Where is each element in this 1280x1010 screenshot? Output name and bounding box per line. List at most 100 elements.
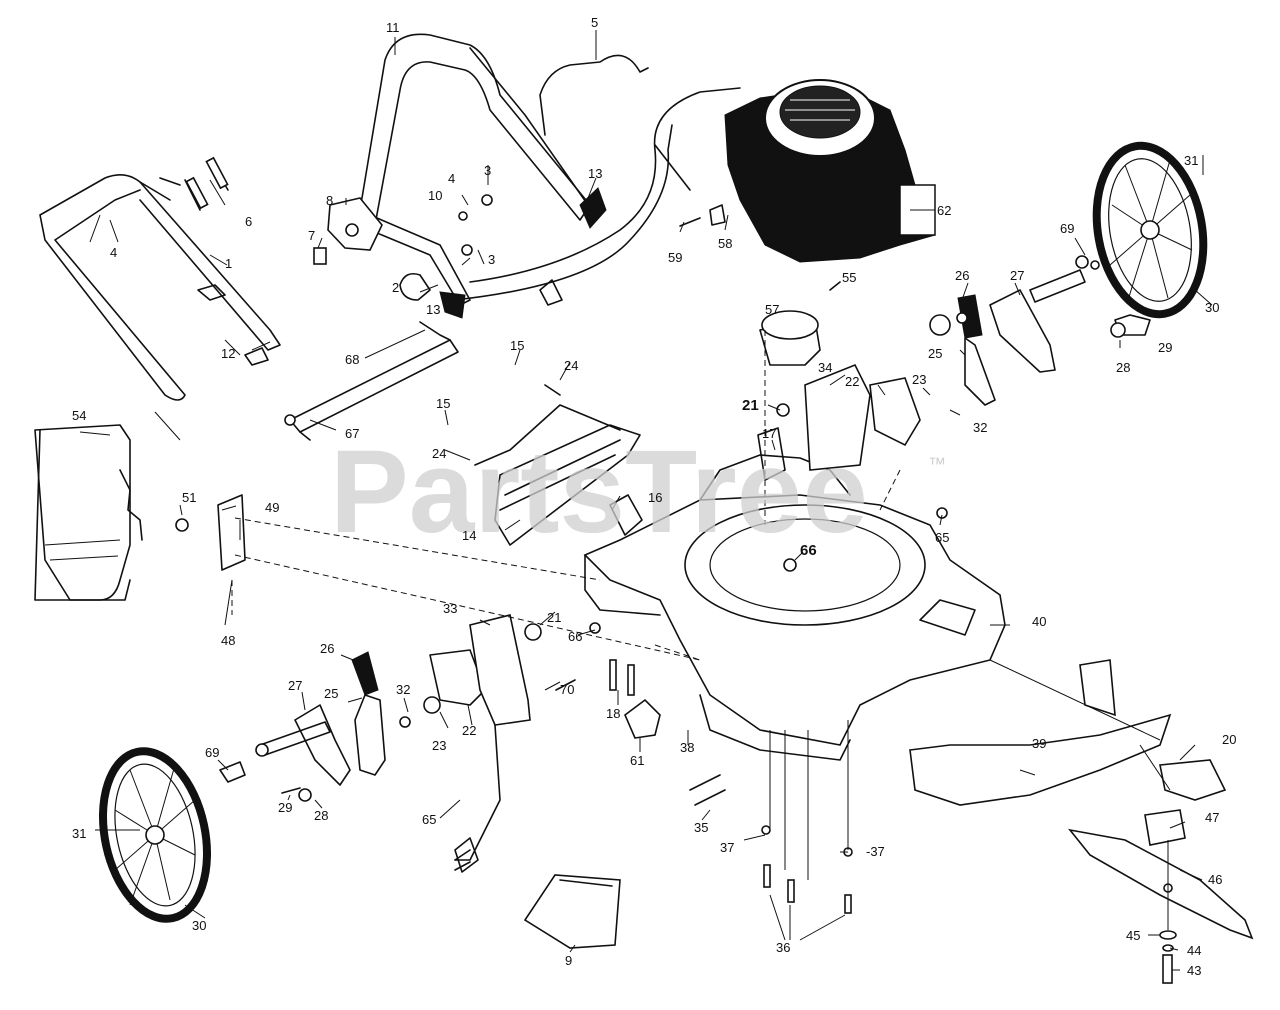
leader-lines: [79, 30, 1213, 971]
callout-5: 5: [591, 15, 598, 30]
callout-3: 3: [484, 163, 491, 178]
callout-69b: 69: [205, 745, 219, 760]
callout-69: 69: [1060, 221, 1074, 236]
callout-65b: 65: [422, 812, 436, 827]
callout-37: 37: [720, 840, 734, 855]
callout-43: 43: [1187, 963, 1201, 978]
callout-24: 24: [564, 358, 578, 373]
callout-labels: 11 5 31 3 13 62 10 8 6 4 4 7 1 58 59 3 2…: [72, 15, 1236, 978]
mower-deck-part: [583, 454, 1006, 761]
right-wheel-part: [1092, 141, 1208, 319]
left-wheel-part: [98, 747, 212, 923]
watermark-trademark: ™: [928, 454, 946, 474]
left-wheel-bracket-part: [219, 614, 531, 861]
callout-3b: 3: [488, 252, 495, 267]
callout-28: 28: [1116, 360, 1130, 375]
callout-38: 38: [680, 740, 694, 755]
callout-2: 2: [392, 280, 399, 295]
callout-31b: 31: [72, 826, 86, 841]
callout-9: 9: [565, 953, 572, 968]
line-art: [34, 30, 1254, 984]
callout-34: 34: [818, 360, 832, 375]
callout-61: 61: [630, 753, 644, 768]
callout-55: 55: [842, 270, 856, 285]
callout-16: 16: [648, 490, 662, 505]
callout-11: 11: [386, 20, 400, 35]
deck-hardware: [454, 204, 948, 871]
callout-17: 17: [762, 426, 776, 441]
callout-45: 45: [1126, 928, 1140, 943]
callout-66b: 66: [568, 629, 582, 644]
callout-26: 26: [955, 268, 969, 283]
callout-62: 62: [937, 203, 951, 218]
grass-bag-part: [34, 424, 143, 601]
callout-15b: 15: [436, 396, 450, 411]
callout-22b: 22: [462, 723, 476, 738]
callout-28b: 28: [314, 808, 328, 823]
callout-30: 30: [1205, 300, 1219, 315]
callout-70: 70: [560, 682, 574, 697]
callout-58: 58: [718, 236, 732, 251]
callout-36: 36: [776, 940, 790, 955]
callout-7: 7: [308, 228, 315, 243]
callout-35: 35: [694, 820, 708, 835]
callout-13: 13: [588, 166, 602, 181]
callout-27b: 27: [288, 678, 302, 693]
engine-part: [724, 79, 936, 263]
callout-31: 31: [1184, 153, 1198, 168]
callout-25: 25: [928, 346, 942, 361]
callout-46: 46: [1208, 872, 1222, 887]
watermark: PartsTree ™: [330, 426, 946, 558]
callout-39: 39: [1032, 736, 1046, 751]
callout-66: 66: [800, 542, 817, 559]
callout-25b: 25: [324, 686, 338, 701]
callout-49: 49: [265, 500, 279, 515]
callout-27: 27: [1010, 268, 1024, 283]
callout-6: 6: [245, 214, 252, 229]
callout-67: 67: [345, 426, 359, 441]
callout-23: 23: [912, 372, 926, 387]
callout-29b: 29: [278, 800, 292, 815]
callout-44: 44: [1187, 943, 1201, 958]
callout-18: 18: [606, 706, 620, 721]
axle-rod-part: [284, 321, 459, 441]
callout-37b: -37: [866, 844, 885, 859]
callout-68: 68: [345, 352, 359, 367]
upper-handle-part: [359, 33, 596, 306]
callout-29: 29: [1158, 340, 1172, 355]
control-cable-part: [539, 54, 649, 136]
callout-54: 54: [72, 408, 86, 423]
callout-13b: 13: [426, 302, 440, 317]
alignment-lines: [231, 330, 1171, 930]
deflector-chute-part: [909, 659, 1227, 806]
callout-21b: 21: [547, 610, 561, 625]
callout-33: 33: [443, 601, 457, 616]
callout-47: 47: [1205, 810, 1219, 825]
callout-48: 48: [221, 633, 235, 648]
lower-handle-part: [39, 174, 281, 401]
callout-1: 1: [225, 256, 232, 271]
callout-15: 15: [510, 338, 524, 353]
callout-22: 22: [845, 374, 859, 389]
callout-59: 59: [668, 250, 682, 265]
callout-23b: 23: [432, 738, 446, 753]
callout-32: 32: [973, 420, 987, 435]
blade-part: [1068, 809, 1254, 984]
callout-8: 8: [326, 193, 333, 208]
throttle-cable-part: [454, 87, 741, 301]
callout-65: 65: [935, 530, 949, 545]
handle-hardware: [184, 156, 607, 366]
callout-4b: 4: [448, 171, 455, 186]
callout-4: 4: [110, 245, 117, 260]
callout-21: 21: [742, 397, 759, 414]
right-wheel-bracket-part: [804, 255, 1151, 471]
rear-door-part: [474, 279, 641, 546]
callout-20: 20: [1222, 732, 1236, 747]
callout-57: 57: [765, 302, 779, 317]
callout-10: 10: [428, 188, 442, 203]
callout-30b: 30: [192, 918, 206, 933]
callout-24b: 24: [432, 446, 446, 461]
callout-14: 14: [462, 528, 476, 543]
callout-26b: 26: [320, 641, 334, 656]
